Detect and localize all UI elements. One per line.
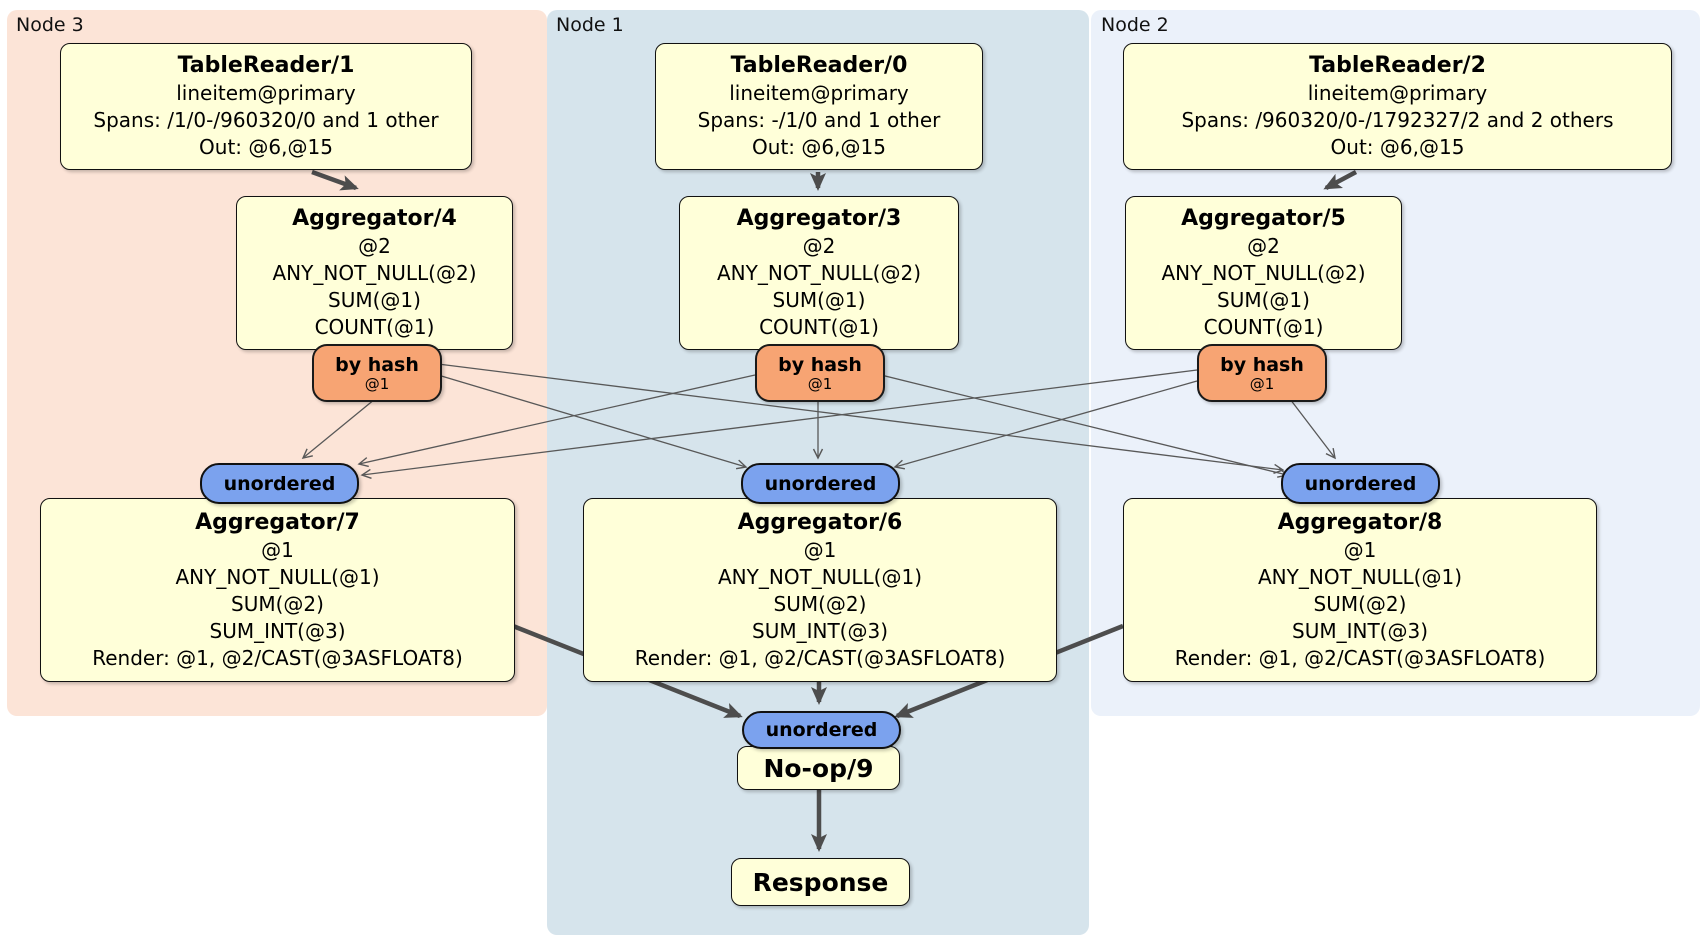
processor-title: Aggregator/3 (736, 206, 902, 231)
node1-label: Node 1 (556, 14, 624, 36)
processor-line: @1 (261, 537, 294, 562)
processor-line: ANY_NOT_NULL(@2) (272, 261, 477, 285)
router-columns: @1 (1249, 374, 1275, 393)
processor-line: lineitem@primary (729, 81, 909, 105)
processor-line: COUNT(@1) (759, 315, 879, 339)
processor-line: lineitem@primary (176, 81, 356, 105)
processor-tablereader-0: TableReader/0 lineitem@primary Spans: -/… (655, 43, 983, 170)
sync-unordered-middle: unordered (741, 463, 900, 504)
processor-title: TableReader/1 (177, 53, 355, 78)
processor-title: TableReader/2 (1309, 53, 1486, 78)
sync-unordered-right: unordered (1281, 463, 1440, 504)
processor-line: SUM(@1) (1217, 288, 1310, 312)
processor-line: Render: @1, @2/CAST(@3ASFLOAT8) (634, 645, 1006, 670)
processor-line: Spans: /1/0-/960320/0 and 1 other (93, 108, 439, 132)
processor-tablereader-1: TableReader/1 lineitem@primary Spans: /1… (60, 43, 472, 170)
processor-line: Out: @6,@15 (1330, 135, 1465, 159)
processor-line: SUM(@2) (773, 591, 867, 616)
node2-label: Node 2 (1101, 14, 1169, 36)
processor-title: Aggregator/7 (195, 509, 360, 535)
processor-line: @2 (358, 234, 391, 258)
processor-aggregator-7: Aggregator/7 @1 ANY_NOT_NULL(@1) SUM(@2)… (40, 498, 515, 682)
node3-label: Node 3 (16, 14, 84, 36)
processor-line: @1 (1343, 537, 1377, 562)
sync-unordered-left: unordered (200, 463, 359, 504)
processor-line: Spans: -/1/0 and 1 other (697, 108, 941, 132)
processor-line: Render: @1, @2/CAST(@3ASFLOAT8) (1174, 645, 1546, 670)
processor-line: @2 (1247, 234, 1280, 258)
processor-line: Render: @1, @2/CAST(@3ASFLOAT8) (92, 645, 463, 670)
processor-line: COUNT(@1) (314, 315, 435, 339)
processor-title: Aggregator/5 (1181, 206, 1346, 231)
processor-line: SUM(@2) (1313, 591, 1407, 616)
processor-line: ANY_NOT_NULL(@2) (1161, 261, 1366, 285)
router-columns: @1 (807, 374, 833, 393)
processor-line: SUM(@2) (231, 591, 324, 616)
sync-unordered-bottom: unordered (742, 711, 901, 749)
processor-line: SUM_INT(@3) (209, 618, 346, 643)
router-label: by hash (335, 353, 419, 376)
processor-line: SUM(@1) (328, 288, 421, 312)
processor-line: ANY_NOT_NULL(@1) (1258, 564, 1462, 589)
processor-line: Out: @6,@15 (199, 135, 333, 159)
router-by-hash-right: by hash @1 (1197, 344, 1327, 402)
router-by-hash-middle: by hash @1 (755, 344, 885, 402)
processor-line: SUM_INT(@3) (752, 618, 888, 643)
processor-tablereader-2: TableReader/2 lineitem@primary Spans: /9… (1123, 43, 1672, 170)
router-label: by hash (1220, 353, 1304, 376)
processor-line: SUM(@1) (772, 288, 866, 312)
router-columns: @1 (364, 374, 390, 393)
processor-line: SUM_INT(@3) (1292, 618, 1428, 643)
router-by-hash-left: by hash @1 (312, 344, 442, 402)
processor-aggregator-5: Aggregator/5 @2 ANY_NOT_NULL(@2) SUM(@1)… (1125, 196, 1402, 350)
processor-aggregator-4: Aggregator/4 @2 ANY_NOT_NULL(@2) SUM(@1)… (236, 196, 513, 350)
processor-title: No-op/9 (763, 753, 874, 783)
processor-noop-9: No-op/9 (737, 746, 900, 790)
processor-title: Aggregator/4 (292, 206, 457, 231)
processor-line: ANY_NOT_NULL(@1) (175, 564, 380, 589)
router-sync-edges (301, 363, 1336, 480)
processor-line: @1 (803, 537, 837, 562)
processor-line: Out: @6,@15 (752, 135, 886, 159)
processor-aggregator-8: Aggregator/8 @1 ANY_NOT_NULL(@1) SUM(@2)… (1123, 498, 1597, 682)
processor-aggregator-6: Aggregator/6 @1 ANY_NOT_NULL(@1) SUM(@2)… (583, 498, 1057, 682)
router-label: by hash (778, 353, 862, 376)
processor-line: lineitem@primary (1307, 81, 1488, 105)
processor-line: ANY_NOT_NULL(@1) (718, 564, 922, 589)
processor-line: @2 (802, 234, 836, 258)
response-title: Response (752, 867, 889, 897)
processor-title: TableReader/0 (730, 53, 908, 78)
processor-line: Spans: /960320/0-/1792327/2 and 2 others (1181, 108, 1614, 132)
processor-line: COUNT(@1) (1203, 315, 1324, 339)
processor-line: ANY_NOT_NULL(@2) (717, 261, 921, 285)
processor-aggregator-3: Aggregator/3 @2 ANY_NOT_NULL(@2) SUM(@1)… (679, 196, 959, 350)
processor-title: Aggregator/8 (1277, 509, 1443, 535)
response-box: Response (731, 858, 910, 906)
processor-title: Aggregator/6 (737, 509, 903, 535)
